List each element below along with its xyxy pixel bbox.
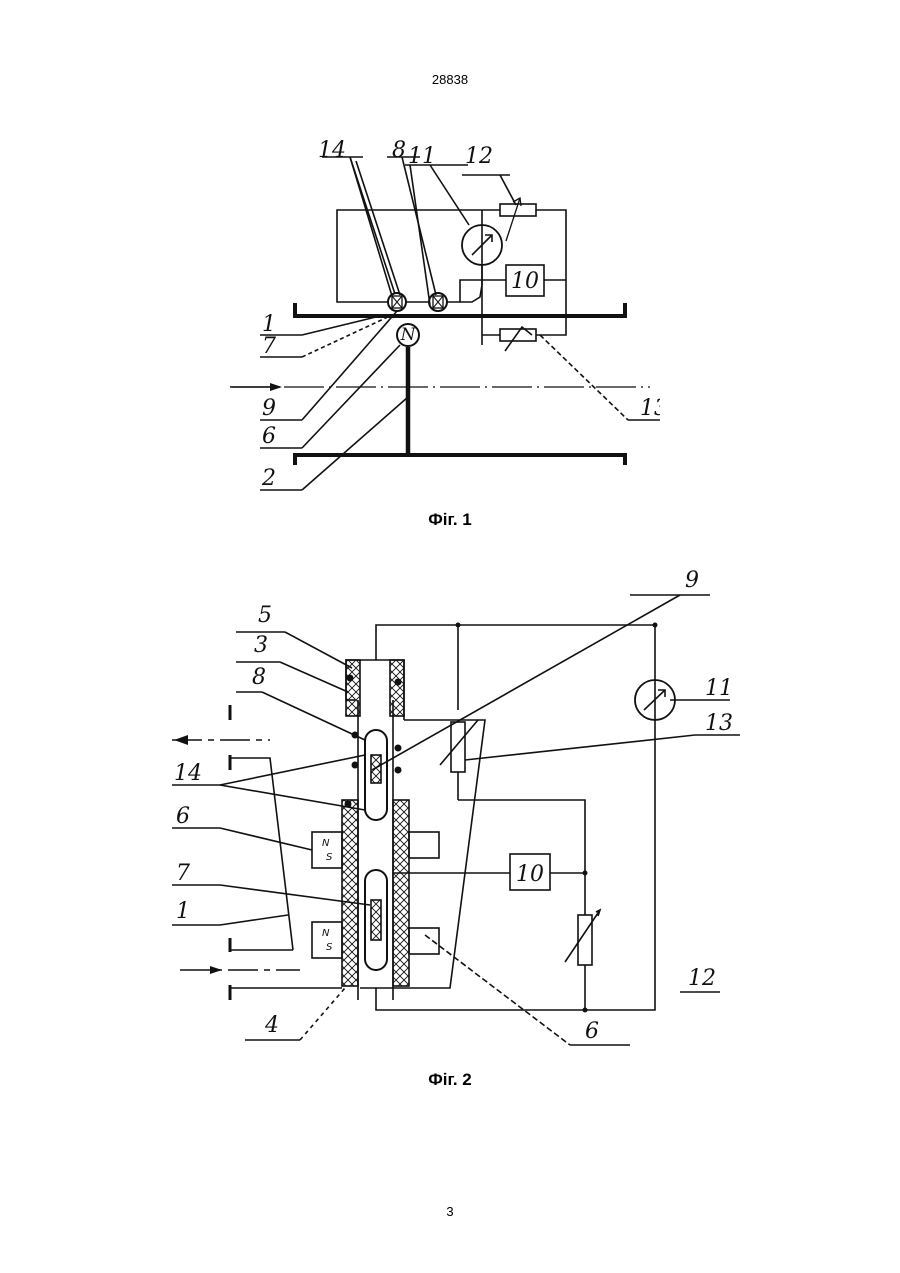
figure-2-caption: Фіг. 2 [0, 1070, 900, 1090]
fig2-s-bottom: S [326, 942, 333, 953]
fig2-n-top: N [322, 838, 330, 849]
fig2-label-5: 5 [258, 603, 272, 628]
fig2-label-12: 12 [688, 966, 716, 991]
figure-2: N S N S 5 3 8 9 11 13 14 6 7 1 10 12 4 6 [160, 560, 740, 1050]
page-number: 3 [0, 1204, 900, 1219]
fig2-label-7: 7 [176, 861, 190, 886]
fig1-label-8: 8 [392, 138, 406, 163]
figure-1: N 14 8 11 12 10 1 7 9 6 2 13 [220, 135, 660, 500]
fig1-label-13: 13 [640, 396, 660, 421]
figure-1-caption: Фіг. 1 [0, 510, 900, 530]
figure-1-drawing: N 14 8 11 12 10 1 7 9 6 2 13 [220, 135, 660, 500]
fig2-label-11: 11 [705, 676, 733, 701]
fig1-label-2: 2 [261, 466, 276, 491]
fig1-label-n: N [400, 325, 417, 345]
fig2-label-10: 10 [516, 862, 544, 887]
fig2-label-14: 14 [174, 761, 202, 786]
fig2-label-8: 8 [252, 665, 266, 690]
fig2-label-13: 13 [705, 711, 733, 736]
fig2-label-4: 4 [264, 1013, 279, 1038]
figure-2-drawing: N S N S 5 3 8 9 11 13 14 6 7 1 10 12 4 6 [160, 560, 740, 1050]
fig1-label-14: 14 [318, 138, 346, 163]
fig1-label-6: 6 [262, 424, 276, 449]
patent-number: 28838 [0, 72, 900, 87]
fig2-label-6b: 6 [585, 1019, 599, 1044]
fig1-label-11: 11 [408, 144, 436, 169]
fig1-label-10: 10 [511, 269, 539, 294]
fig2-n-bottom: N [322, 928, 330, 939]
fig2-label-1: 1 [176, 899, 190, 924]
fig1-label-7: 7 [262, 334, 276, 359]
fig2-s-top: S [326, 852, 333, 863]
fig1-label-9: 9 [262, 396, 276, 421]
fig2-label-3: 3 [254, 633, 268, 658]
fig2-label-9: 9 [685, 568, 699, 593]
fig2-label-6: 6 [176, 804, 190, 829]
fig1-label-12: 12 [465, 144, 493, 169]
